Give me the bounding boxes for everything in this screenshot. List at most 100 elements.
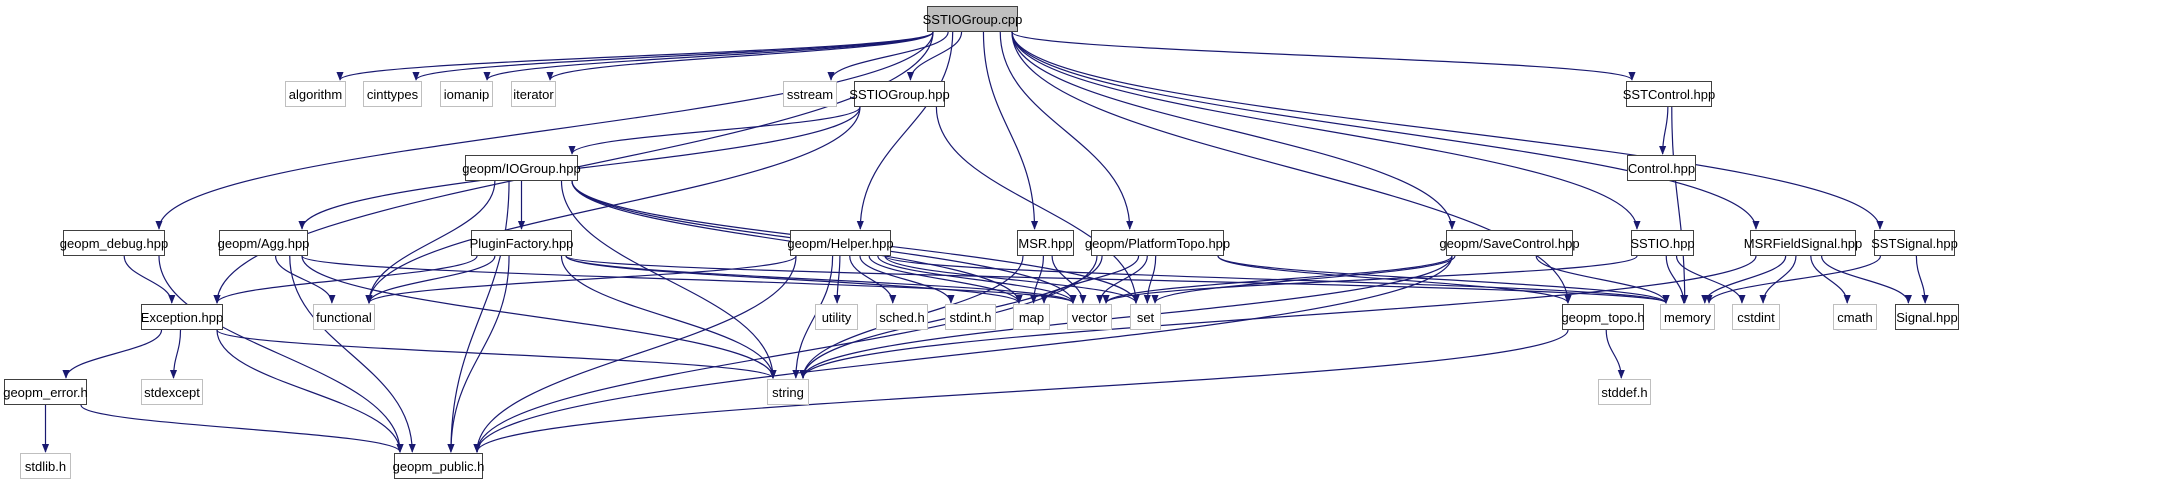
node-sstcontrol-hpp[interactable]: SSTControl.hpp — [1623, 81, 1715, 107]
edge-sstiogroup-cpp-to-geopm-debug-hpp — [155, 31, 934, 230]
node-sstsignal-hpp[interactable]: SSTSignal.hpp — [1871, 230, 1958, 256]
node-sstream[interactable]: sstream — [783, 81, 837, 107]
node-label: geopm_public.h — [392, 458, 485, 474]
edge-sstiogroup-cpp-to-sstcontrol-hpp — [1011, 31, 1636, 81]
node-label: SSTIOGroup.hpp — [849, 86, 950, 102]
node-label: SSTControl.hpp — [1622, 86, 1716, 102]
node-label: geopm/Helper.hpp — [787, 235, 894, 251]
edge-msr-hpp-to-vector — [1051, 255, 1087, 304]
node-memory[interactable]: memory — [1660, 304, 1715, 330]
edge-sstcontrol-hpp-to-control-hpp — [1659, 106, 1669, 155]
edge-geopm-iogroup-hpp-to-string — [560, 180, 777, 379]
edge-sstiogroup-cpp-to-iterator — [546, 31, 934, 81]
edge-sstiogroup-hpp-to-set — [935, 106, 1140, 304]
node-stdlib-h[interactable]: stdlib.h — [20, 453, 71, 479]
edge-geopm-helper-hpp-to-stdint-h — [859, 255, 955, 304]
node-label: SSTSignal.hpp — [1871, 235, 1958, 251]
edge-exception-hpp-to-geopm-public-h — [216, 329, 404, 453]
edge-msrfieldsignal-hpp-to-string — [799, 255, 1757, 379]
node-stddef-h[interactable]: stddef.h — [1598, 379, 1651, 405]
node-geopm-savecontrol-hpp[interactable]: geopm/SaveControl.hpp — [1439, 230, 1580, 256]
node-algorithm[interactable]: algorithm — [285, 81, 346, 107]
edge-pluginfactory-hpp-to-exception-hpp — [213, 255, 478, 304]
edge-msr-hpp-to-map — [1030, 255, 1044, 304]
edge-sstio-hpp-to-memory — [1665, 255, 1688, 304]
edge-sstsignal-hpp-to-memory — [1705, 255, 1882, 304]
node-geopm-platformtopo-hpp[interactable]: geopm/PlatformTopo.hpp — [1085, 230, 1230, 256]
edge-pluginfactory-hpp-to-geopm-public-h — [447, 255, 510, 453]
node-msrfieldsignal-hpp[interactable]: MSRFieldSignal.hpp — [1744, 230, 1862, 256]
node-geopm-error-h[interactable]: geopm_error.h — [3, 379, 88, 405]
edge-sstsignal-hpp-to-signal-hpp — [1915, 255, 1929, 304]
edge-geopm-platformtopo-hpp-to-vector — [1096, 255, 1148, 304]
node-label: stdexcept — [144, 384, 200, 400]
node-iomanip[interactable]: iomanip — [440, 81, 493, 107]
node-msr-hpp[interactable]: MSR.hpp — [1017, 230, 1074, 256]
node-label: SSTIO.hpp — [1630, 235, 1695, 251]
node-label: string — [772, 384, 804, 400]
node-sstio-hpp[interactable]: SSTIO.hpp — [1630, 230, 1695, 256]
node-label: Control.hpp — [1627, 160, 1696, 176]
node-label: geopm_topo.h — [1561, 309, 1645, 325]
node-geopm-topo-h[interactable]: geopm_topo.h — [1561, 304, 1645, 330]
node-label: sstream — [786, 86, 834, 102]
node-geopm-debug-hpp[interactable]: geopm_debug.hpp — [60, 230, 168, 256]
edge-geopm-agg-hpp-to-string — [301, 255, 777, 379]
node-label: map — [1018, 309, 1045, 325]
edge-geopm-helper-hpp-to-vector — [877, 255, 1077, 304]
node-iterator[interactable]: iterator — [511, 81, 556, 107]
node-sstiogroup-cpp[interactable]: SSTIOGroup.cpp — [923, 6, 1022, 32]
node-label: cmath — [1837, 309, 1873, 325]
node-geopm-public-h[interactable]: geopm_public.h — [392, 453, 485, 479]
node-label: stddef.h — [1601, 384, 1648, 400]
node-cmath[interactable]: cmath — [1833, 304, 1877, 330]
edge-geopm-platformtopo-hpp-to-memory — [1217, 255, 1670, 304]
edge-geopm-platformtopo-hpp-to-geopm-topo-h — [1217, 255, 1572, 304]
node-label: geopm_error.h — [3, 384, 88, 400]
edge-sstiogroup-cpp-to-cinttypes — [412, 31, 934, 81]
edge-geopm-topo-h-to-geopm-public-h — [473, 329, 1569, 453]
node-geopm-helper-hpp[interactable]: geopm/Helper.hpp — [787, 230, 894, 256]
edge-geopm-debug-hpp-to-exception-hpp — [123, 255, 176, 304]
node-geopm-agg-hpp[interactable]: geopm/Agg.hpp — [217, 230, 310, 256]
node-vector[interactable]: vector — [1067, 304, 1112, 330]
node-label: vector — [1071, 309, 1108, 325]
node-label: MSR.hpp — [1018, 235, 1073, 251]
edge-pluginfactory-hpp-to-functional — [365, 255, 496, 304]
node-stdint-h[interactable]: stdint.h — [945, 304, 996, 330]
node-label: iomanip — [443, 86, 490, 102]
edge-geopm-agg-hpp-to-functional — [274, 255, 336, 304]
node-cinttypes[interactable]: cinttypes — [363, 81, 422, 107]
edge-sstiogroup-cpp-to-sstsignal-hpp — [1011, 31, 1884, 230]
edge-sstiogroup-hpp-to-geopm-iogroup-hpp — [568, 106, 861, 155]
node-pluginfactory-hpp[interactable]: PluginFactory.hpp — [470, 230, 573, 256]
node-geopm-iogroup-hpp[interactable]: geopm/IOGroup.hpp — [462, 155, 581, 181]
edge-sstiogroup-cpp-to-geopm-platformtopo-hpp — [999, 31, 1134, 230]
node-exception-hpp[interactable]: Exception.hpp — [141, 304, 223, 330]
node-stdexcept[interactable]: stdexcept — [141, 379, 203, 405]
edge-sstio-hpp-to-vector — [1102, 255, 1638, 304]
edge-sstiogroup-cpp-to-msr-hpp — [982, 31, 1039, 230]
node-sched-h[interactable]: sched.h — [876, 304, 928, 330]
node-signal-hpp[interactable]: Signal.hpp — [1895, 304, 1959, 330]
node-map[interactable]: map — [1013, 304, 1050, 330]
node-set[interactable]: set — [1130, 304, 1161, 330]
edge-geopm-platformtopo-hpp-to-set — [1143, 255, 1157, 304]
node-label: functional — [316, 309, 372, 325]
edge-sstio-hpp-to-cstdint — [1675, 255, 1746, 304]
node-cstdint[interactable]: cstdint — [1732, 304, 1780, 330]
edge-geopm-iogroup-hpp-to-functional — [365, 180, 496, 304]
node-label: geopm/Agg.hpp — [217, 235, 310, 251]
edge-msrfieldsignal-hpp-to-cstdint — [1759, 255, 1797, 304]
edge-msrfieldsignal-hpp-to-signal-hpp — [1821, 255, 1912, 304]
node-label: SSTIOGroup.cpp — [922, 11, 1023, 27]
node-label: utility — [821, 309, 852, 325]
node-string[interactable]: string — [767, 379, 809, 405]
edge-sstiogroup-cpp-to-geopm-savecontrol-hpp — [1011, 31, 1456, 230]
node-label: Exception.hpp — [140, 309, 224, 325]
node-control-hpp[interactable]: Control.hpp — [1627, 155, 1696, 181]
node-sstiogroup-hpp[interactable]: SSTIOGroup.hpp — [849, 81, 950, 107]
edge-geopm-agg-hpp-to-geopm-public-h — [289, 255, 416, 453]
node-functional[interactable]: functional — [313, 304, 375, 330]
node-utility[interactable]: utility — [815, 304, 858, 330]
